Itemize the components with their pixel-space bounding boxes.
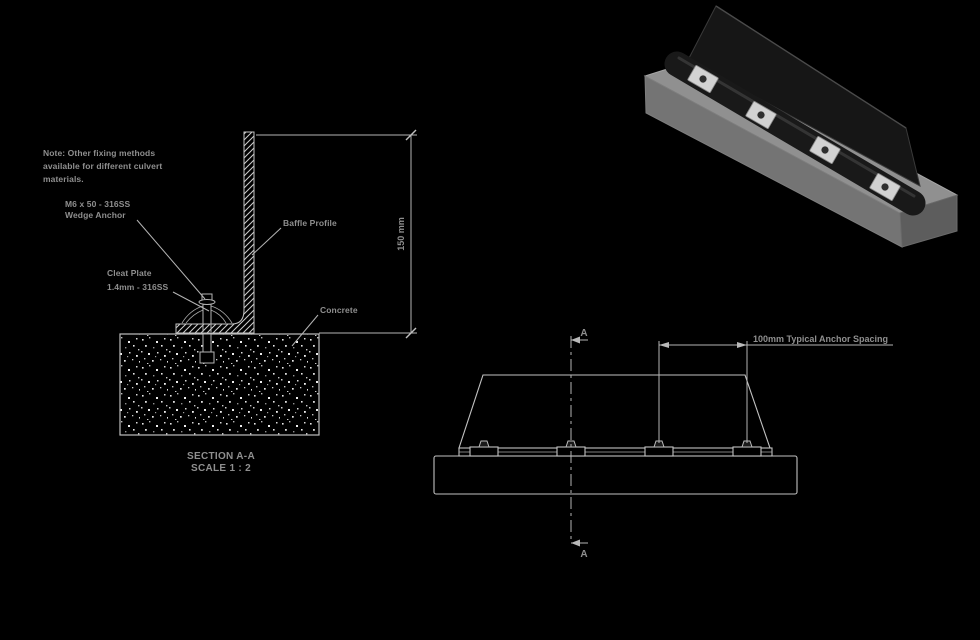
cleat-skirt-left xyxy=(181,305,204,324)
bolt-3d xyxy=(880,182,890,192)
anchor-shank xyxy=(202,333,212,355)
cleat-plate-3d xyxy=(869,173,901,201)
section-view: 150 mm Note: Other fixing methods availa… xyxy=(43,129,417,474)
cleat-plate-3d xyxy=(809,136,841,164)
cut-marker-top: A xyxy=(580,328,587,339)
height-dimension: 150 mm xyxy=(256,129,417,339)
leader-baffle-profile xyxy=(251,227,282,256)
cleat-anchor-assembly xyxy=(181,293,233,364)
render-3d xyxy=(643,5,959,248)
bolt-3d xyxy=(698,74,708,84)
bolt-3d xyxy=(820,145,830,155)
rubber-base-strip-highlight xyxy=(677,56,916,198)
label-wedge-anchor-2: Wedge Anchor xyxy=(65,210,126,220)
cleat-plate-front xyxy=(732,446,762,457)
note-line-1: Note: Other fixing methods xyxy=(43,148,155,158)
cut-arrow-top xyxy=(571,336,580,344)
spacing-arrow-right xyxy=(737,342,747,348)
dim-height-text: 150 mm xyxy=(396,217,406,251)
cleat-plate-3d xyxy=(687,65,719,93)
cleat-skirt-right-2 xyxy=(210,309,227,324)
label-wedge-anchor-1: M6 x 50 - 316SS xyxy=(65,199,131,209)
cut-arrow-bottom xyxy=(571,539,580,547)
label-concrete: Concrete xyxy=(320,305,358,315)
leader-wedge-anchor xyxy=(136,219,206,300)
concrete-slab-elevation xyxy=(433,455,798,495)
bolt-3d xyxy=(756,110,766,120)
cleat-plate-front xyxy=(644,446,674,457)
cleat-plate-front xyxy=(469,446,499,457)
note-line-3: materials. xyxy=(43,174,84,184)
dim-tick-bottom xyxy=(405,327,417,339)
cleat-skirt-right xyxy=(210,305,233,324)
elevation-view: 100mm Typical Anchor Spacing A A xyxy=(433,328,893,560)
leader-cleat-plate xyxy=(172,291,210,312)
anchor-spacing-dimension: 100mm Typical Anchor Spacing xyxy=(658,334,893,443)
section-cut-line: A A xyxy=(570,328,588,560)
bolt-head xyxy=(741,440,753,448)
anchor-expansion-body xyxy=(199,351,215,364)
cut-marker-bottom: A xyxy=(580,549,587,560)
note-line-2: available for different culvert xyxy=(43,161,162,171)
bolt-head xyxy=(653,440,665,448)
note-block: Note: Other fixing methods available for… xyxy=(43,148,162,184)
spacing-dim-text: 100mm Typical Anchor Spacing xyxy=(753,334,888,344)
cleat-plate-3d xyxy=(745,101,777,129)
baffle-blade xyxy=(687,5,921,187)
section-scale: SCALE 1 : 2 xyxy=(191,463,251,474)
anchor-washer xyxy=(198,299,216,305)
label-cleat-plate-1: Cleat Plate xyxy=(107,268,152,278)
concrete-stipple xyxy=(119,333,320,436)
baffle-profile-section xyxy=(175,131,255,334)
bolt-head xyxy=(478,440,490,448)
baffle-blade-top-edge xyxy=(715,5,907,129)
baffle-elevation xyxy=(458,374,771,449)
section-title: SECTION A-A xyxy=(187,451,255,462)
label-cleat-plate-2: 1.4mm - 316SS xyxy=(107,282,169,292)
block-side-face xyxy=(899,194,958,248)
spacing-arrow-left xyxy=(659,342,669,348)
leader-concrete xyxy=(291,314,319,347)
cleat-skirt-left-2 xyxy=(185,309,204,324)
dim-tick-top xyxy=(405,129,417,141)
label-baffle-profile: Baffle Profile xyxy=(283,218,337,228)
